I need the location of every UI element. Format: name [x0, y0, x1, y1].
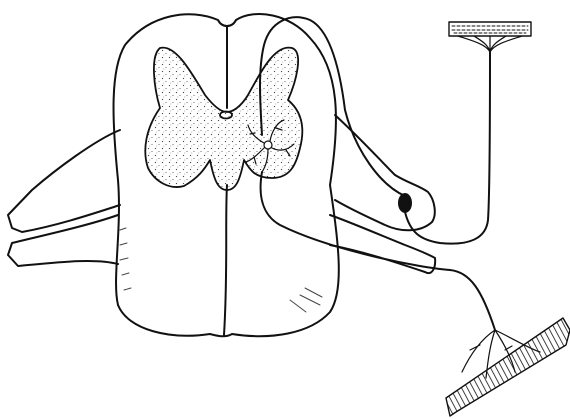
- dorsal-root-ganglion: [335, 115, 435, 230]
- skin-receptor: [449, 22, 531, 52]
- anterior-fissure: [224, 185, 227, 335]
- dorsal-root-left: [8, 130, 120, 232]
- cord-shading: [120, 228, 322, 312]
- motor-nerve-fiber: [261, 172, 495, 330]
